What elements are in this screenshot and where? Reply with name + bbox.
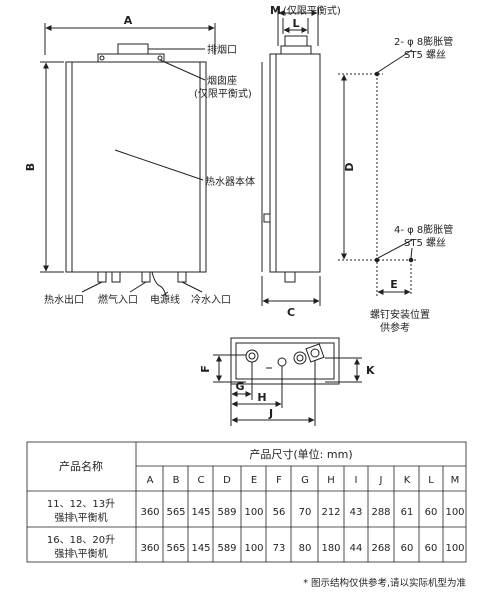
- table-header-cell: B: [173, 475, 180, 486]
- callout-hot-out: 热水出口: [44, 293, 84, 306]
- callout-cold-in: 冷水入口: [191, 293, 231, 306]
- callout-body: 热水器本体: [205, 175, 255, 188]
- callout-exhaust: 排烟口: [207, 43, 237, 56]
- table-cell: 100: [445, 543, 464, 554]
- table-header-cell: F: [276, 475, 282, 486]
- table-header-cell: E: [251, 475, 257, 486]
- anchor-view: [338, 49, 418, 296]
- callout-gas-in: 燃气入口: [98, 293, 138, 306]
- side-view: [261, 7, 321, 306]
- bottom-view: [213, 337, 362, 426]
- dim-label-h: H: [257, 391, 266, 404]
- dim-label-e: E: [390, 278, 398, 291]
- table-cell: 60: [401, 543, 414, 554]
- table-cell: 100: [244, 543, 263, 554]
- table-cell: 589: [217, 507, 236, 518]
- table-header-cell: J: [379, 475, 383, 486]
- dim-m-note: (仅限平衡式): [283, 4, 341, 17]
- table-cell: 212: [321, 507, 340, 518]
- anchor-bottom-line2: ST5 螺丝: [404, 237, 446, 249]
- table-cell: 70: [299, 507, 312, 518]
- table-cell: 145: [191, 543, 210, 554]
- front-view: [40, 23, 216, 297]
- table-cell: 56: [273, 507, 286, 518]
- dim-label-k: K: [366, 364, 375, 377]
- table-header-cell: K: [404, 475, 411, 486]
- table-cell: 565: [166, 507, 185, 518]
- callout-flue-seat-note: (仅限平衡式): [194, 87, 252, 100]
- table-row-name: 16、18、20升: [47, 534, 115, 546]
- table-cell: 360: [140, 543, 159, 554]
- table-header-cell: A: [147, 475, 154, 486]
- anchor-top-line1: 2- φ 8膨胀管: [394, 35, 453, 48]
- table-col-name: 产品名称: [59, 459, 103, 473]
- spec-table: [26, 441, 467, 563]
- table-cell: 43: [350, 507, 363, 518]
- table-cell: 100: [445, 507, 464, 518]
- table-cell: 61: [401, 507, 414, 518]
- table-header-cell: G: [301, 475, 309, 486]
- table-cell: 360: [140, 507, 159, 518]
- table-cell: 565: [166, 543, 185, 554]
- dim-label-j: J: [268, 407, 273, 420]
- callout-flue-seat: 烟囱座: [207, 74, 237, 87]
- table-header-cell: D: [223, 475, 231, 486]
- table-header-cell: C: [198, 475, 205, 486]
- footnote: * 图示结构仅供参考,请以实际机型为准: [303, 577, 466, 589]
- table-cell: 145: [191, 507, 210, 518]
- table-cell: 589: [217, 543, 236, 554]
- table-header-cell: M: [451, 475, 460, 486]
- table-cell: 268: [371, 543, 390, 554]
- anchor-top-line2: ST5 螺丝: [404, 49, 446, 61]
- table-cell: 80: [299, 543, 312, 554]
- dim-label-a: A: [124, 14, 133, 27]
- dim-label-d: D: [343, 162, 356, 171]
- table-cell: 100: [244, 507, 263, 518]
- screw-position-line2: 供参考: [380, 321, 410, 334]
- dim-label-b: B: [24, 163, 37, 171]
- table-header-cell: L: [428, 475, 434, 486]
- table-cell: 73: [273, 543, 286, 554]
- dim-label-g: G: [235, 380, 244, 393]
- table-header-cell: H: [327, 475, 335, 486]
- table-col-group: 产品尺寸(单位: mm): [249, 447, 352, 461]
- table-row-name: 强排\平衡机: [54, 511, 107, 524]
- dim-label-f: F: [199, 365, 212, 373]
- screw-position-line1: 螺钉安装位置: [370, 308, 430, 321]
- table-header-cell: I: [355, 475, 358, 486]
- table-row-name: 强排\平衡机: [54, 547, 107, 560]
- table-cell: 60: [425, 543, 438, 554]
- table-row-name: 11、12、13升: [47, 498, 115, 510]
- table-cell: 44: [350, 543, 363, 554]
- table-cell: 60: [425, 507, 438, 518]
- dim-label-l: L: [292, 17, 299, 30]
- dim-label-m: M: [270, 4, 281, 17]
- table-cell: 288: [371, 507, 390, 518]
- dim-label-c: C: [287, 306, 295, 319]
- anchor-bottom-line1: 4- φ 8膨胀管: [394, 223, 453, 236]
- table-cell: 180: [321, 543, 340, 554]
- callout-power: 电源线: [150, 293, 180, 306]
